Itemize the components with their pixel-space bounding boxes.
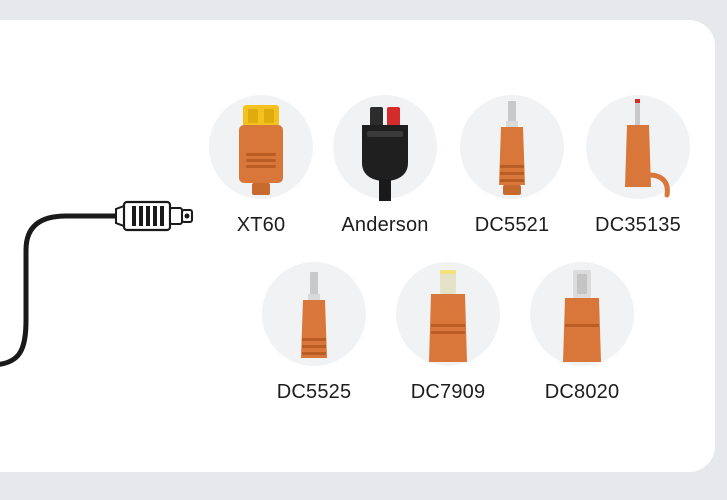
dc7909-plug-icon (429, 270, 467, 362)
connector-dc5521: DC5521 (457, 95, 567, 245)
connector-anderson: Anderson (330, 95, 440, 245)
connector-dc8020: DC8020 (527, 262, 637, 412)
connector-label: DC7909 (410, 381, 486, 403)
adapter-card: XT60 Anderson DC5521 (0, 20, 715, 472)
connector-label: DC5525 (276, 381, 352, 403)
xt60-plug-icon (239, 105, 283, 195)
connector-label: Anderson (341, 214, 429, 236)
connector-label: DC35135 (595, 214, 681, 236)
anderson-plug-icon (362, 107, 408, 201)
dc8020-plug-icon (563, 270, 601, 362)
connector-label: DC5521 (474, 214, 550, 236)
dc5521-plug-icon (499, 101, 525, 195)
connector-dc35135: DC35135 (583, 95, 693, 245)
dc5525-plug-icon (301, 272, 327, 358)
connector-label: XT60 (236, 214, 286, 236)
connector-label: DC8020 (544, 381, 620, 403)
charging-cable-illustration (0, 200, 193, 367)
connector-dc7909: DC7909 (393, 262, 503, 412)
connector-xt60: XT60 (206, 95, 316, 245)
dc35135-plug-icon (625, 99, 670, 198)
connector-dc5525: DC5525 (259, 262, 369, 412)
